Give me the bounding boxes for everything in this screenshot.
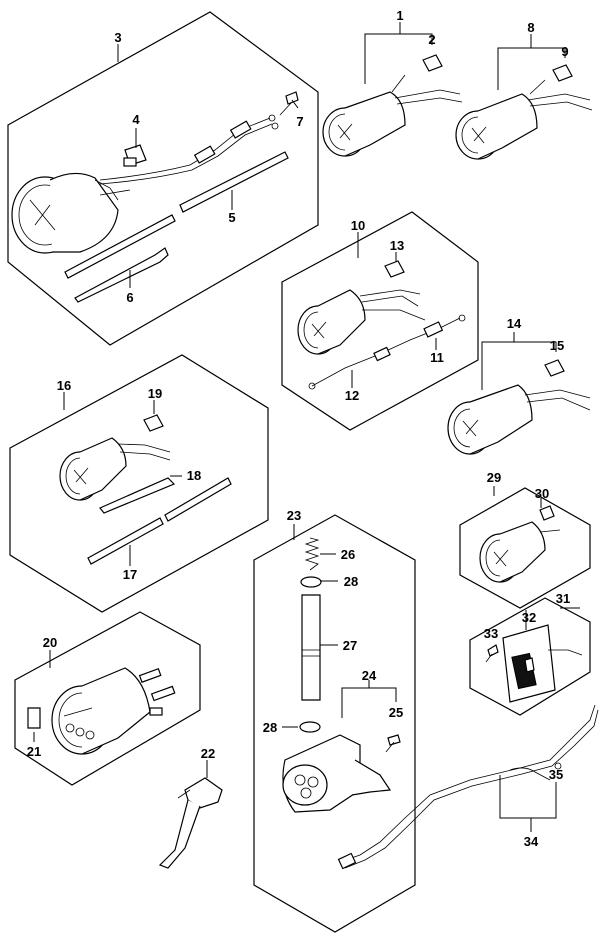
callout-18: 18	[187, 468, 201, 483]
callout-28-bottom: 28	[263, 720, 277, 735]
callout-26: 26	[341, 547, 355, 562]
callout-33: 33	[484, 626, 498, 641]
callout-2: 2	[428, 32, 435, 47]
callout-29: 29	[487, 470, 501, 485]
callout-35: 35	[549, 767, 563, 782]
callout-31: 31	[556, 591, 570, 606]
callout-30: 30	[535, 486, 549, 501]
harness-item-34: 34 35	[337, 704, 599, 870]
callout-25: 25	[389, 705, 403, 720]
callout-28-top: 28	[344, 574, 358, 589]
group-29-gauge: 29 30	[459, 470, 591, 609]
group-16-gauge-kit: 16 19 18 17	[9, 354, 269, 613]
callout-20: 20	[43, 635, 57, 650]
callout-24: 24	[362, 668, 377, 683]
callout-1: 1	[396, 8, 403, 23]
bracket-item-22: 22	[158, 746, 223, 869]
group-23-sensor-kit: 23 26 28 27 24 25 28	[253, 508, 416, 933]
gauge-item-8: 8 9	[455, 20, 593, 160]
gauge-item-1: 1 2	[322, 8, 463, 157]
group-10-gauge-kit: 10 13 11 12	[281, 211, 479, 431]
callout-34: 34	[524, 834, 539, 849]
callout-17: 17	[123, 567, 137, 582]
group-20-gauge: 20 21	[14, 611, 201, 786]
callout-5: 5	[228, 210, 235, 225]
group-31-switch: 31 32 33	[469, 591, 591, 716]
callout-32: 32	[522, 610, 536, 625]
callout-10: 10	[351, 218, 365, 233]
callout-9: 9	[561, 44, 568, 59]
callout-22: 22	[201, 746, 215, 761]
group-3-tachometer-kit: 3 4 5 6 7	[7, 11, 319, 346]
callout-7: 7	[296, 114, 303, 129]
callout-4: 4	[132, 112, 140, 127]
callout-14: 14	[507, 316, 522, 331]
gauge-item-14: 14 15	[447, 316, 591, 455]
callout-15: 15	[550, 338, 564, 353]
callout-13: 13	[390, 238, 404, 253]
callout-16: 16	[57, 378, 71, 393]
callout-23: 23	[287, 508, 301, 523]
callout-27: 27	[343, 638, 357, 653]
callout-3: 3	[114, 30, 121, 45]
callout-8: 8	[527, 20, 534, 35]
callout-12: 12	[345, 388, 359, 403]
callout-6: 6	[126, 290, 133, 305]
callout-21: 21	[27, 744, 41, 759]
callout-11: 11	[430, 350, 444, 365]
callout-19: 19	[148, 386, 162, 401]
